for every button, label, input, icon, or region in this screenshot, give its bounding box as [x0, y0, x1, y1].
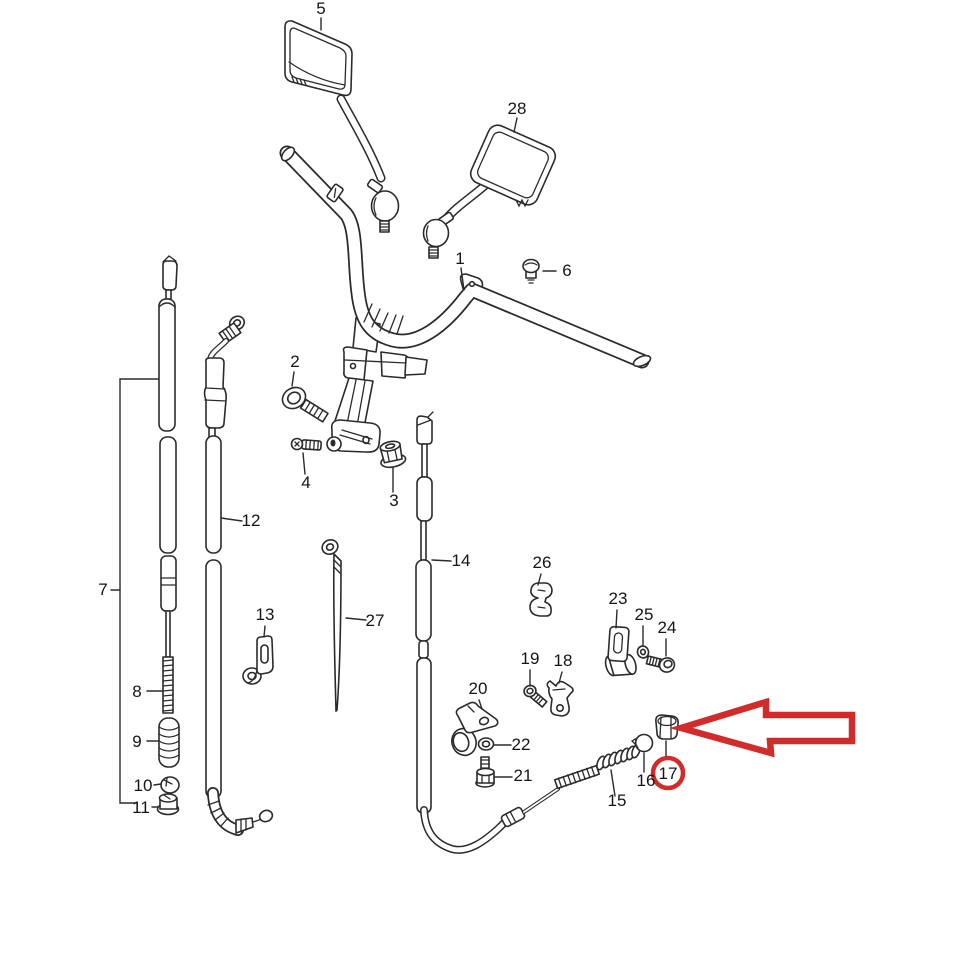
callout-26: 26 [533, 553, 552, 572]
mirror-etching [291, 76, 307, 86]
callout-20: 20 [469, 679, 488, 698]
part-9-boot [158, 717, 180, 768]
callout-14: 14 [452, 551, 471, 570]
callout-28: 28 [508, 99, 527, 118]
part-1-handlebar [279, 145, 652, 369]
callout-25: 25 [635, 605, 654, 624]
callout-17-highlighted: 17 [659, 764, 678, 783]
callout-3: 3 [389, 491, 398, 510]
highlight-annotations [650, 697, 856, 791]
part-26-clamp [529, 582, 553, 617]
callout-16: 16 [637, 771, 656, 790]
highlight-circle [650, 755, 686, 791]
callout-10: 10 [134, 776, 153, 795]
callout-24: 24 [658, 618, 677, 637]
bar-tag [326, 183, 344, 203]
part-7-cable-assembly [110, 255, 180, 816]
callout-9: 9 [132, 732, 141, 751]
callout-11: 11 [132, 798, 150, 817]
callout-2: 2 [290, 352, 299, 371]
callout-23: 23 [609, 589, 628, 608]
cable-spring [596, 743, 641, 771]
part-21-bolt [475, 756, 495, 788]
part-25-washer [636, 645, 650, 659]
part-2-bolt [281, 386, 329, 423]
knurl-marks [363, 303, 404, 335]
part-28-mirror [422, 124, 557, 259]
callout-12: 12 [242, 511, 261, 530]
callout-27: 27 [366, 611, 385, 630]
callout-6: 6 [562, 261, 571, 280]
callout-15: 15 [608, 791, 627, 810]
part-5-mirror [284, 20, 400, 233]
part-17-adjuster [655, 714, 679, 740]
part-27-rod [321, 539, 342, 712]
part-3-nut [379, 440, 407, 469]
bracket-line-7 [119, 378, 163, 804]
part-12-cable [203, 315, 274, 836]
part-18-bracket [546, 680, 574, 717]
steering-stem [326, 317, 428, 453]
leader-lines [146, 17, 667, 808]
part-4-screw [290, 437, 322, 451]
part-10-cap [160, 776, 180, 794]
part-22-washer [477, 737, 495, 751]
part-20-clamp [451, 701, 499, 757]
part-24-bolt [645, 655, 676, 673]
callout-18: 18 [554, 651, 573, 670]
callout-4: 4 [301, 473, 310, 492]
part-16-piece [630, 733, 654, 753]
highlight-arrow [669, 697, 856, 758]
part-6-bolt [522, 258, 540, 284]
callout-13: 13 [256, 605, 275, 624]
callout-8: 8 [132, 682, 141, 701]
callout-5: 5 [316, 0, 325, 18]
callout-22: 22 [512, 735, 531, 754]
part-14-cable [415, 411, 509, 854]
mirror-etching [515, 198, 529, 208]
callout-21: 21 [514, 766, 533, 785]
part-23-bracket [604, 625, 637, 677]
part-15-inner-cable [500, 743, 641, 828]
callout-19: 19 [521, 649, 540, 668]
part-13-bracket [242, 635, 274, 685]
callout-labels: 5 28 1 6 2 4 3 7 8 9 10 11 12 13 27 14 2… [98, 0, 677, 817]
part-19-screw [523, 684, 548, 708]
part-11-nut [156, 793, 180, 816]
callout-1: 1 [455, 249, 464, 268]
callout-7: 7 [98, 580, 107, 599]
